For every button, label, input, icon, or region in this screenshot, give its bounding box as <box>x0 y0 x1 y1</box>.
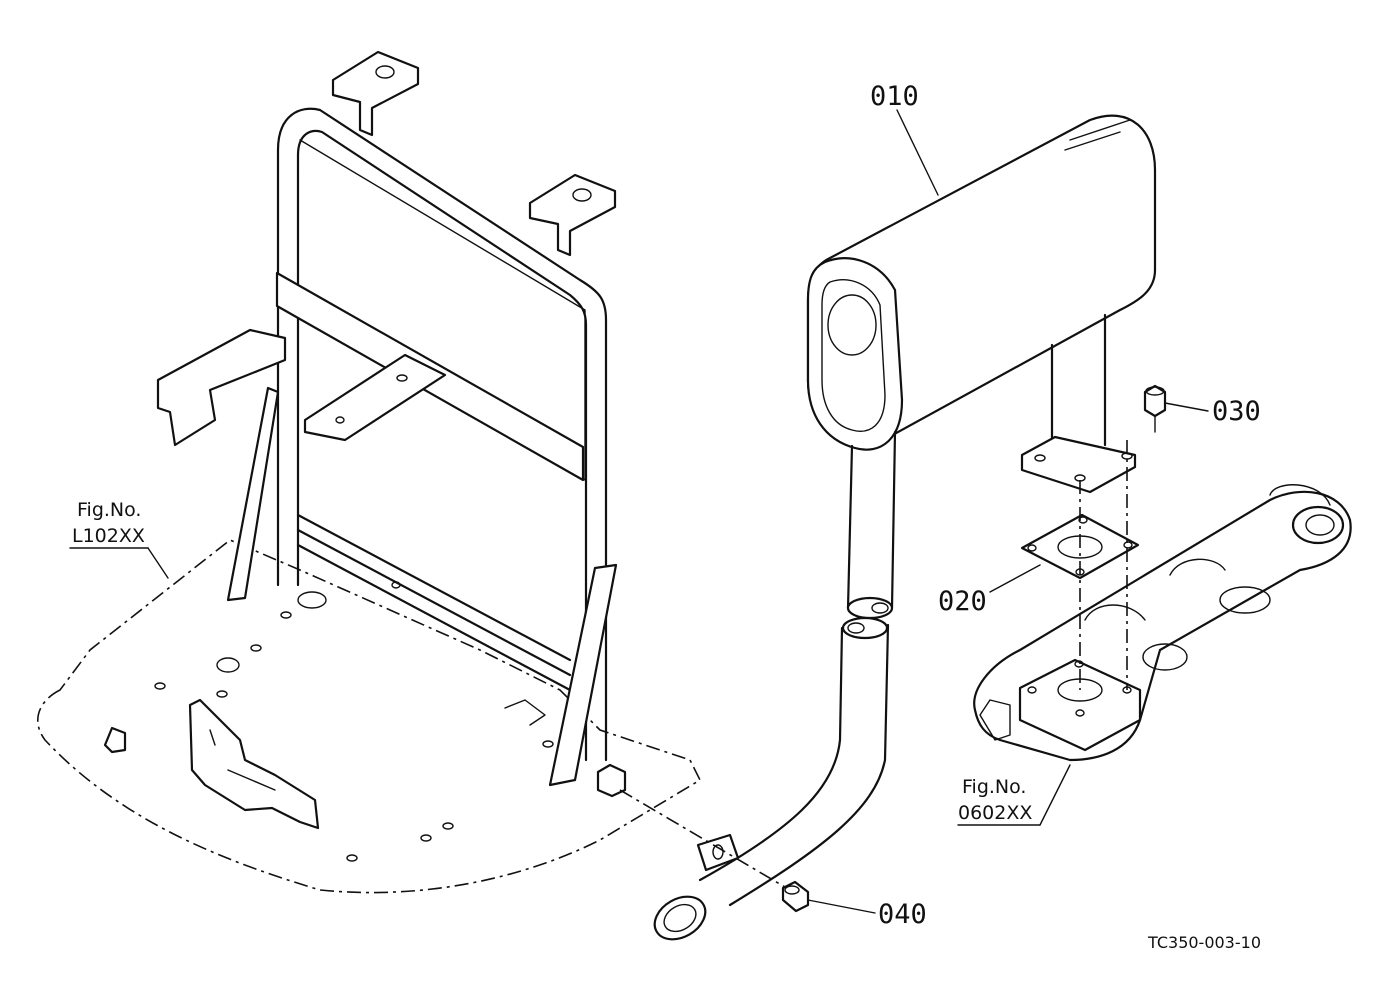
fig-ref-prefix-1: Fig.No. <box>77 499 141 521</box>
frame-assembly <box>36 50 702 894</box>
fig-ref-code-2: 0602XX <box>958 802 1032 824</box>
middle-bracket <box>303 353 447 442</box>
drawing-code: TC350-003-10 <box>1147 933 1261 952</box>
lower-rail <box>296 513 572 692</box>
rear-clip <box>596 763 627 798</box>
left-arm-bracket <box>156 328 287 447</box>
floor-plate <box>36 539 702 894</box>
alignment-lines <box>1079 440 1128 690</box>
part-label-020: 020 <box>938 586 987 617</box>
muffler-010 <box>806 114 1157 494</box>
tail-pipe-upper <box>846 430 897 610</box>
front-lever-bracket <box>188 698 320 830</box>
tail-pipe-lower <box>698 623 890 907</box>
pipe-clamp-plate <box>696 833 740 872</box>
leader-lines <box>69 109 1209 914</box>
bolt-040 <box>781 880 810 913</box>
upper-bracket-right <box>528 173 617 257</box>
muffler-end-cap <box>806 257 904 451</box>
upper-bracket-left <box>331 50 420 137</box>
bolt-030 <box>1143 384 1167 433</box>
tail-pipe <box>619 430 897 941</box>
exhaust-manifold <box>973 484 1352 762</box>
tube-frame <box>276 107 608 762</box>
side-support-left <box>226 386 280 602</box>
part-label-040: 040 <box>878 899 927 930</box>
fig-ref-prefix-2: Fig.No. <box>962 776 1026 798</box>
riser-flange <box>1020 435 1137 494</box>
part-label-010: 010 <box>870 81 919 112</box>
fig-ref-code-1: L102XX <box>72 525 145 547</box>
side-support-right <box>548 563 618 787</box>
muffler-riser <box>1050 313 1107 457</box>
part-label-030: 030 <box>1212 396 1261 427</box>
plate-tab <box>103 726 127 754</box>
muffler-outlet <box>827 294 877 356</box>
